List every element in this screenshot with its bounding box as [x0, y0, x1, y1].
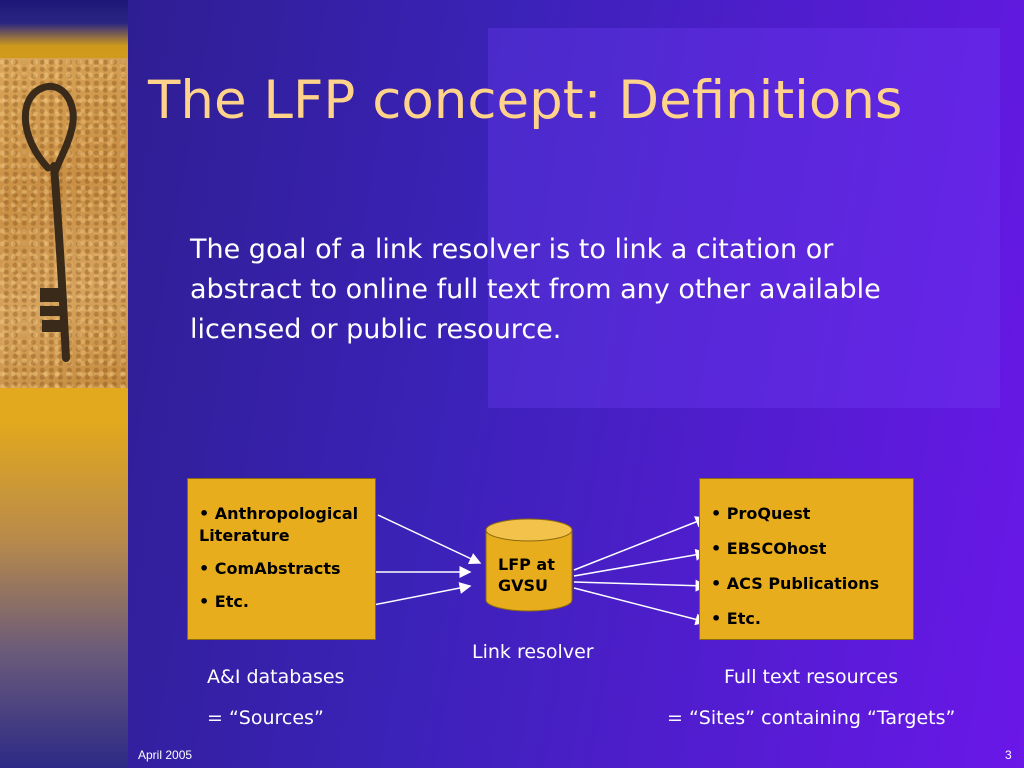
- target-item: • EBSCOhost: [711, 539, 827, 558]
- sources-caption: A&I databases: [207, 666, 345, 688]
- slide-number: 3: [1005, 748, 1012, 762]
- arrow-target-1: [573, 516, 708, 571]
- slide-title: The LFP concept: Definitions: [148, 70, 903, 131]
- slide-body-text: The goal of a link resolver is to link a…: [190, 234, 881, 345]
- sources-caption-2: = “Sources”: [207, 707, 324, 729]
- source-item: • Anthropological Literature: [199, 504, 359, 545]
- targets-box: • ProQuest • EBSCOhost • ACS Publication…: [699, 478, 914, 640]
- target-item: • Etc.: [711, 609, 761, 628]
- targets-caption: Full text resources: [724, 666, 899, 688]
- sources-box: • Anthropological Literature • ComAbstra…: [187, 478, 376, 640]
- resolver-label: LFP at GVSU: [498, 555, 555, 595]
- target-item: • ProQuest: [711, 504, 811, 523]
- arrow-target-2: [573, 548, 708, 577]
- targets-caption-2: = “Sites” containing “Targets”: [667, 707, 956, 729]
- arrow-target-3: [573, 579, 708, 592]
- source-item: • Etc.: [199, 592, 249, 611]
- arrow-target-4: [573, 587, 708, 626]
- arrow-source-1: [377, 514, 482, 564]
- key-photo: [0, 58, 128, 388]
- resolver-caption: Link resolver: [472, 641, 594, 663]
- target-item: • ACS Publications: [711, 574, 880, 593]
- skeleton-key-icon: [21, 82, 77, 362]
- footer-date: April 2005: [138, 748, 193, 762]
- background-panel: [488, 28, 1000, 408]
- source-item: • ComAbstracts: [199, 559, 341, 578]
